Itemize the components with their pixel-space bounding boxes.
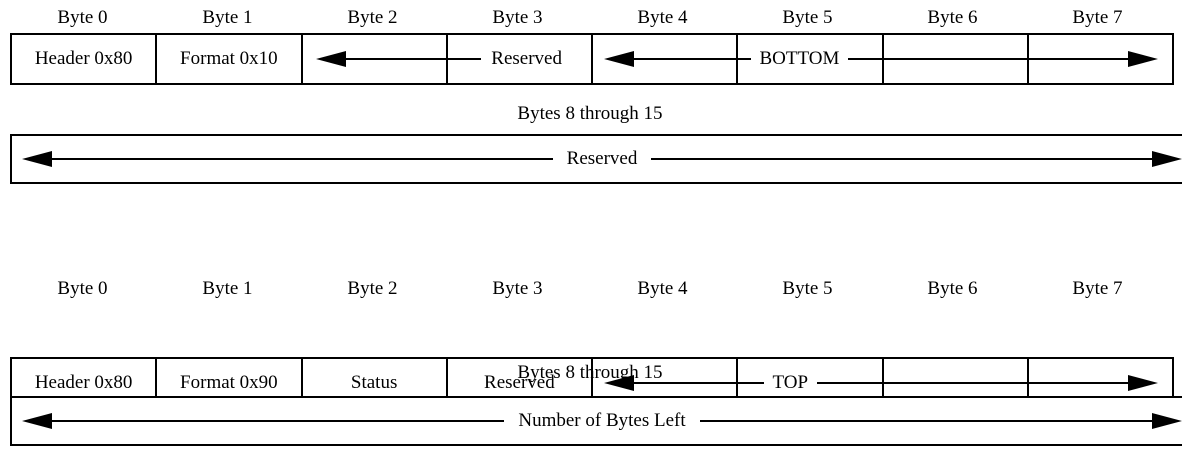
arrow-line bbox=[52, 158, 553, 160]
format1-cell-byte4 bbox=[591, 35, 736, 83]
format1-cell-byte0: Header 0x80 bbox=[34, 48, 133, 69]
byte-header-label: Byte 5 bbox=[782, 7, 833, 28]
format2-top-field-arrow: TOP bbox=[592, 359, 1172, 407]
field-label: Reserved bbox=[491, 48, 562, 69]
byte-header-label: Byte 4 bbox=[637, 7, 688, 28]
arrow-line bbox=[52, 420, 505, 422]
byte-header-label: Byte 1 bbox=[202, 7, 253, 28]
byte-header-label: Byte 6 bbox=[927, 7, 978, 28]
format1-byte-header-row: Byte 0 Byte 1 Byte 2 Byte 3 Byte 4 Byte … bbox=[10, 7, 1170, 29]
format1-bytes-8-15-box: Reserved bbox=[10, 134, 1182, 184]
byte-header-label: Byte 2 bbox=[347, 278, 398, 299]
format2-byte-header-row: Byte 0 Byte 1 Byte 2 Byte 3 Byte 4 Byte … bbox=[10, 278, 1170, 300]
byte-header-label: Byte 1 bbox=[202, 278, 253, 299]
arrow-left-head-icon bbox=[22, 151, 52, 167]
arrow-right-head-icon bbox=[1128, 51, 1158, 67]
format1-byte-table-row: Header 0x80 Format 0x10 Reserved BOTTOM bbox=[10, 33, 1174, 85]
arrow-left-head-icon bbox=[604, 375, 634, 391]
format1-cell-byte2 bbox=[300, 35, 446, 83]
format2-bytes-8-15-box: Number of Bytes Left bbox=[10, 396, 1182, 446]
format2-cell-byte2: Status bbox=[300, 359, 446, 407]
arrow-line bbox=[634, 382, 764, 384]
format2-cell-byte0: Header 0x80 bbox=[34, 372, 133, 393]
arrow-line bbox=[346, 58, 482, 60]
arrow-left-head-icon bbox=[22, 413, 52, 429]
format1-bytes-8-15-title: Bytes 8 through 15 bbox=[517, 103, 663, 124]
byte-header-label: Byte 3 bbox=[492, 278, 543, 299]
format2-cell-byte3: Reserved bbox=[445, 359, 591, 407]
arrow-line bbox=[651, 158, 1153, 160]
arrow-left-head-icon bbox=[604, 51, 634, 67]
arrow-right-head-icon bbox=[1152, 151, 1182, 167]
byte-header-label: Byte 0 bbox=[57, 278, 108, 299]
format2-byte-table-row: Header 0x80 Format 0x90 Status Reserved … bbox=[10, 357, 1174, 409]
byte-header-label: Byte 5 bbox=[782, 278, 833, 299]
bytes-8-15-field-label: Number of Bytes Left bbox=[518, 410, 686, 431]
format2-bytes-8-15-title: Bytes 8 through 15 bbox=[517, 362, 663, 383]
byte-header-label: Byte 4 bbox=[637, 278, 688, 299]
byte-header-label: Byte 7 bbox=[1072, 278, 1123, 299]
byte-header-label: Byte 6 bbox=[927, 278, 978, 299]
byte-header-label: Byte 7 bbox=[1072, 7, 1123, 28]
byte-header-label: Byte 2 bbox=[347, 7, 398, 28]
arrow-right-head-icon bbox=[1152, 413, 1182, 429]
format1-bottom-field-arrow: BOTTOM bbox=[592, 35, 1172, 83]
arrow-line bbox=[699, 420, 1153, 422]
bytes-8-15-field-label: Reserved bbox=[566, 148, 638, 169]
arrow-line bbox=[848, 58, 1128, 60]
format1-cell-byte1: Format 0x10 bbox=[155, 35, 300, 83]
byte-header-label: Byte 3 bbox=[492, 7, 543, 28]
format2-cell-byte4 bbox=[591, 359, 736, 407]
format2-cell-byte1: Format 0x90 bbox=[155, 359, 300, 407]
byte-header-label: Byte 0 bbox=[57, 7, 108, 28]
arrow-line bbox=[634, 58, 751, 60]
arrow-right-head-icon bbox=[1128, 375, 1158, 391]
field-label: TOP bbox=[772, 372, 809, 393]
arrow-left-head-icon bbox=[316, 51, 346, 67]
format1-reserved-field-arrow: Reserved bbox=[302, 35, 592, 83]
field-label: BOTTOM bbox=[759, 48, 840, 69]
arrow-line bbox=[817, 382, 1128, 384]
